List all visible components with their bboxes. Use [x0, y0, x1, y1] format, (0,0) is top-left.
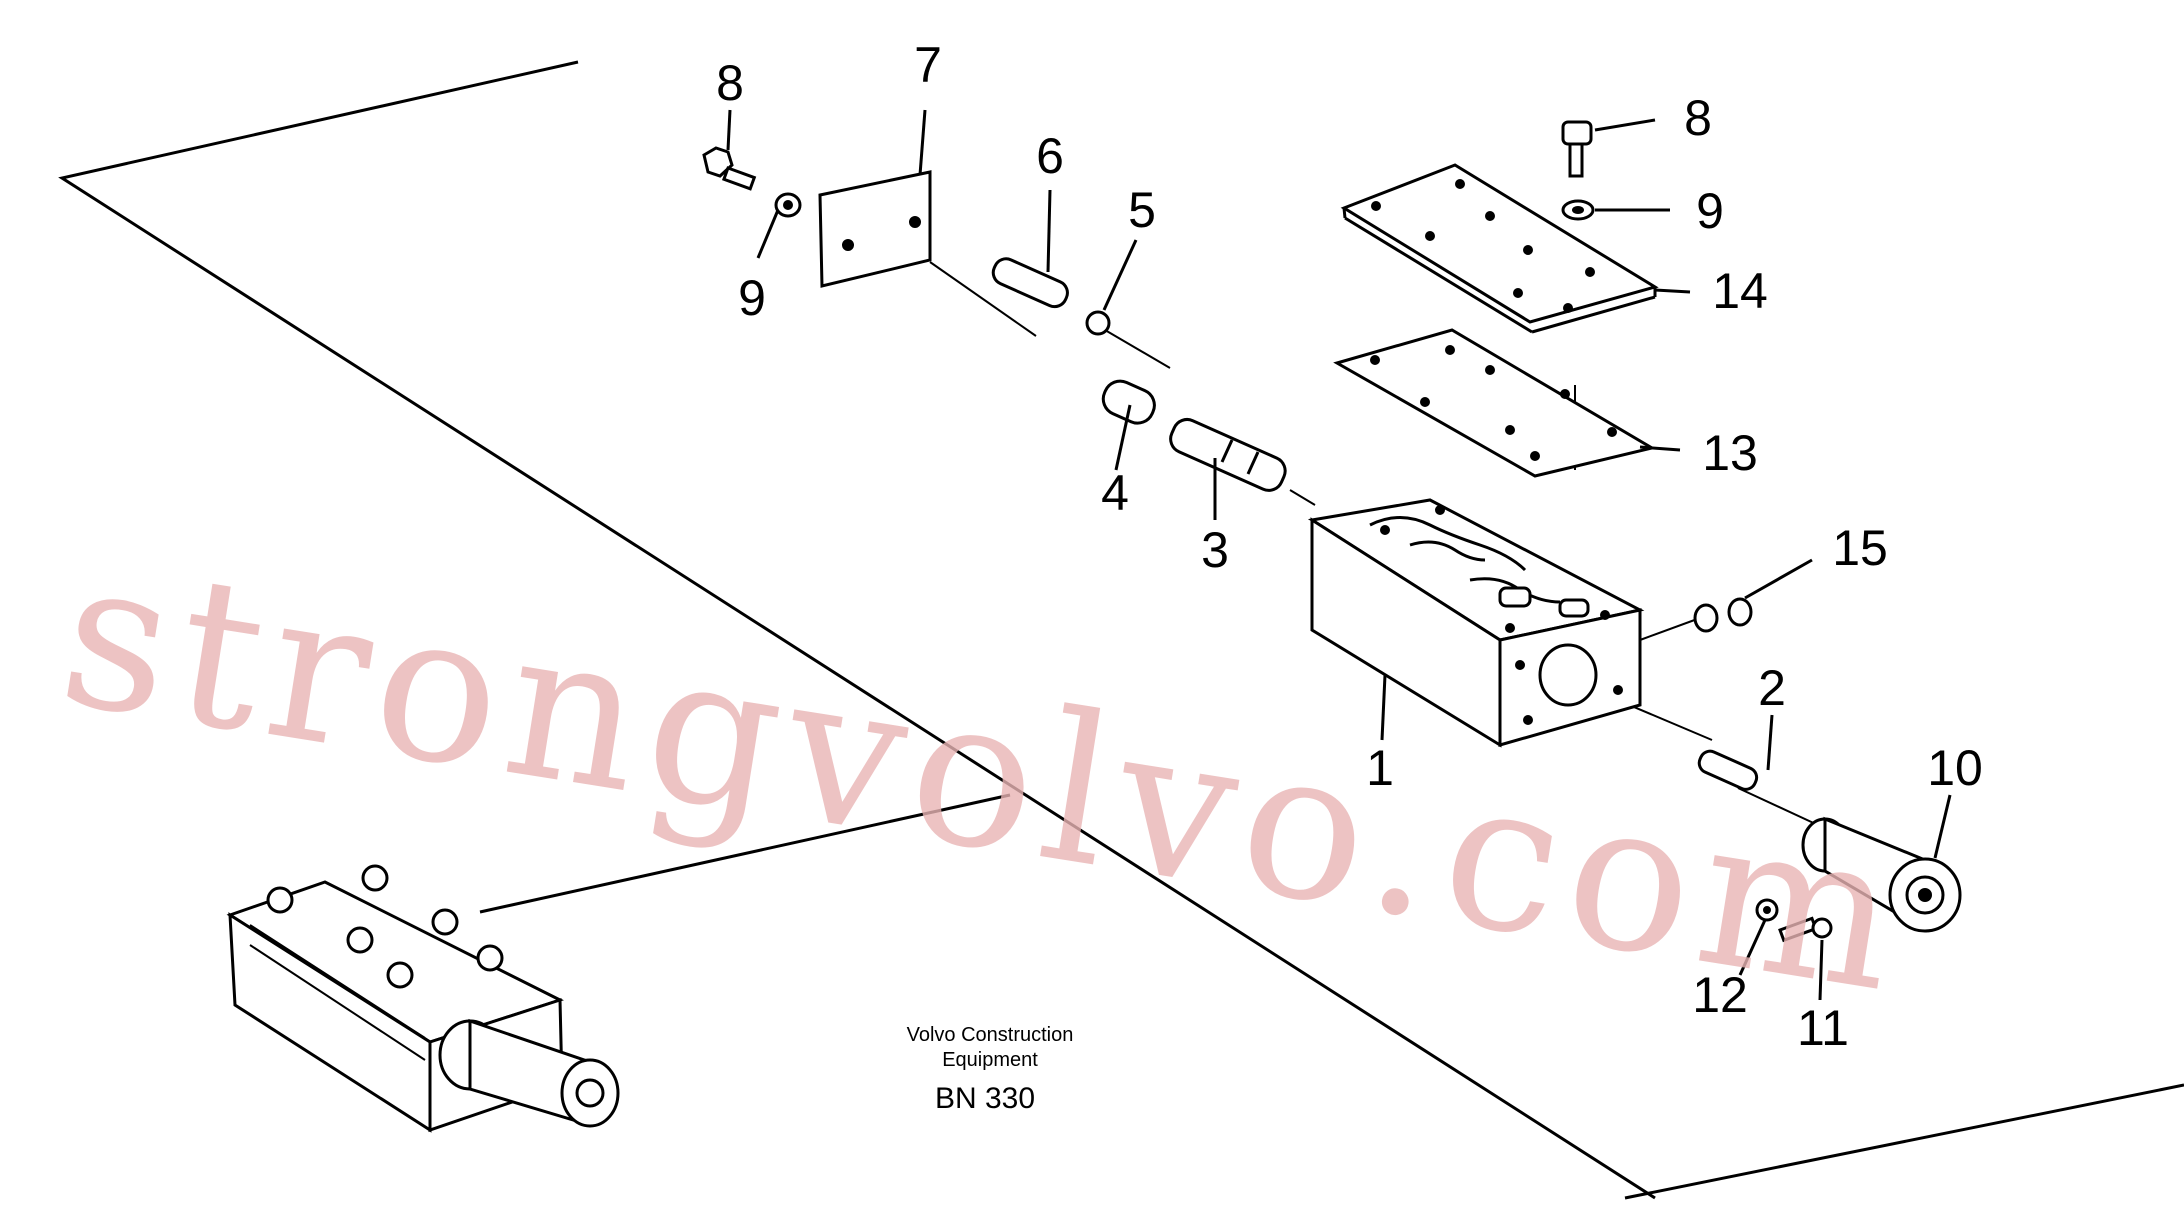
label-part-6: 6	[1036, 128, 1064, 184]
assembly-overview	[226, 864, 620, 1133]
label-part-12: 12	[1692, 967, 1748, 1023]
valve-body	[1307, 498, 1645, 748]
cover-plate-left	[818, 170, 932, 288]
o-rings	[1693, 597, 1753, 633]
plunger	[991, 257, 1069, 309]
label-part-9-left: 9	[738, 270, 766, 326]
label-part-7: 7	[914, 37, 942, 93]
spool	[1169, 417, 1287, 492]
washer-left	[774, 192, 802, 218]
solenoid-washer	[1755, 898, 1779, 922]
label-part-10: 10	[1927, 740, 1983, 796]
label-part-3: 3	[1201, 522, 1229, 578]
label-part-11: 11	[1797, 1000, 1849, 1056]
leader-lines	[726, 109, 1952, 1001]
label-part-9-right: 9	[1696, 183, 1724, 239]
caption-line-2: Equipment	[942, 1049, 1038, 1071]
label-part-5: 5	[1128, 182, 1156, 238]
piston	[1101, 379, 1156, 425]
part-labels: 8 7 6 5 9 4 3 8 9 14 13 15 1 2 10 12 11	[716, 37, 1983, 1056]
pin	[1697, 749, 1759, 791]
base-frame	[58, 60, 2184, 1200]
caption-block: Volvo Construction Equipment BN 330	[907, 1024, 1074, 1115]
gasket	[1333, 328, 1656, 478]
washer-right	[1561, 199, 1595, 221]
ball	[1085, 310, 1111, 336]
screw-left	[702, 146, 757, 191]
label-part-4: 4	[1101, 465, 1129, 521]
label-part-14: 14	[1712, 263, 1768, 319]
solenoid-screw	[1778, 916, 1833, 943]
label-part-2: 2	[1758, 660, 1786, 716]
label-part-8-right: 8	[1684, 90, 1712, 146]
label-part-13: 13	[1702, 425, 1758, 481]
drawing-code: BN 330	[935, 1082, 1035, 1115]
label-part-1: 1	[1366, 740, 1394, 796]
label-part-8-left: 8	[716, 55, 744, 111]
caption-line-1: Volvo Construction	[907, 1024, 1074, 1046]
screw-right	[1561, 120, 1593, 178]
top-plate	[1340, 163, 1659, 334]
label-part-15: 15	[1832, 520, 1888, 576]
solenoid	[1801, 816, 1962, 933]
